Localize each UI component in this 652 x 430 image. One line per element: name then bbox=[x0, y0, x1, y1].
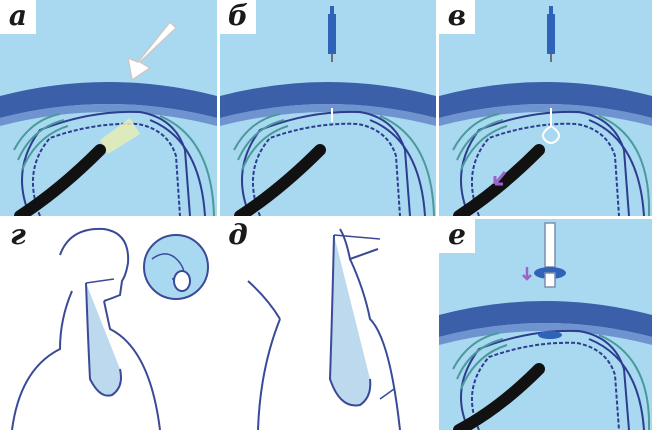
needle-icon bbox=[547, 6, 555, 62]
panel-label-e: е bbox=[439, 219, 475, 253]
panel-label-v: в bbox=[439, 0, 475, 34]
panel-d: д bbox=[220, 219, 436, 430]
panel-e: е bbox=[439, 219, 652, 430]
magnified-inset bbox=[144, 235, 208, 299]
panel-label-a: а bbox=[0, 0, 36, 34]
panel-a: а bbox=[0, 0, 217, 216]
panel-b: б bbox=[220, 0, 436, 216]
gastrostomy-tube-icon bbox=[174, 271, 190, 291]
panel-label-b: б bbox=[220, 0, 256, 34]
panel-g: г bbox=[0, 219, 217, 430]
panel-v: в bbox=[439, 0, 652, 216]
panel-label-g: г bbox=[0, 219, 36, 253]
panel-label-d: д bbox=[220, 219, 256, 253]
